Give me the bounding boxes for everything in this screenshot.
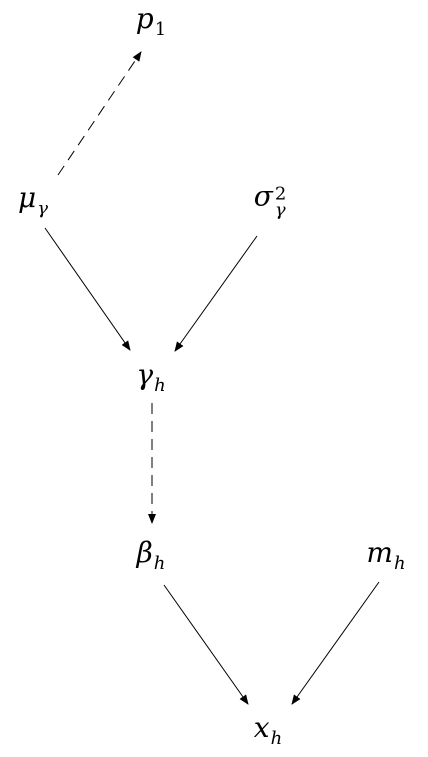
node-m-h-base: m: [366, 536, 393, 569]
node-p1-base: p: [135, 2, 154, 35]
edges: [44, 51, 380, 705]
node-mu-gamma: μγ: [18, 184, 48, 218]
edge-beta-h-to-x-h: [163, 584, 249, 705]
node-x-h-sub: h: [270, 728, 283, 749]
edge-sigma2-gamma-to-gamma-h: [174, 235, 258, 352]
node-p1: p1: [136, 5, 166, 39]
node-beta-h-base: β: [136, 536, 153, 569]
node-beta-h-sub: h: [153, 553, 166, 574]
node-m-h: mh: [366, 539, 405, 573]
node-sigma2-gamma-base: σ: [253, 179, 273, 213]
node-m-h-sub: h: [393, 553, 406, 574]
node-gamma-h-base: γ: [136, 358, 154, 391]
node-beta-h: βh: [137, 539, 166, 573]
node-gamma-h-sub: h: [154, 375, 166, 396]
node-p1-sub: 1: [154, 19, 167, 40]
node-x-h-base: x: [253, 711, 270, 744]
node-mu-gamma-base: μ: [18, 181, 37, 214]
edge-mu-gamma-to-gamma-h: [44, 227, 131, 351]
edge-m-h-to-x-h: [291, 581, 380, 705]
node-mu-gamma-sub: γ: [37, 198, 48, 219]
edge-mu-gamma-to-p1: [57, 51, 142, 176]
node-sigma2-gamma-sub: γ: [274, 199, 286, 221]
node-gamma-h: γh: [136, 361, 165, 395]
node-sigma2-gamma-sup: 2: [274, 183, 287, 205]
node-x-h: xh: [254, 714, 282, 748]
